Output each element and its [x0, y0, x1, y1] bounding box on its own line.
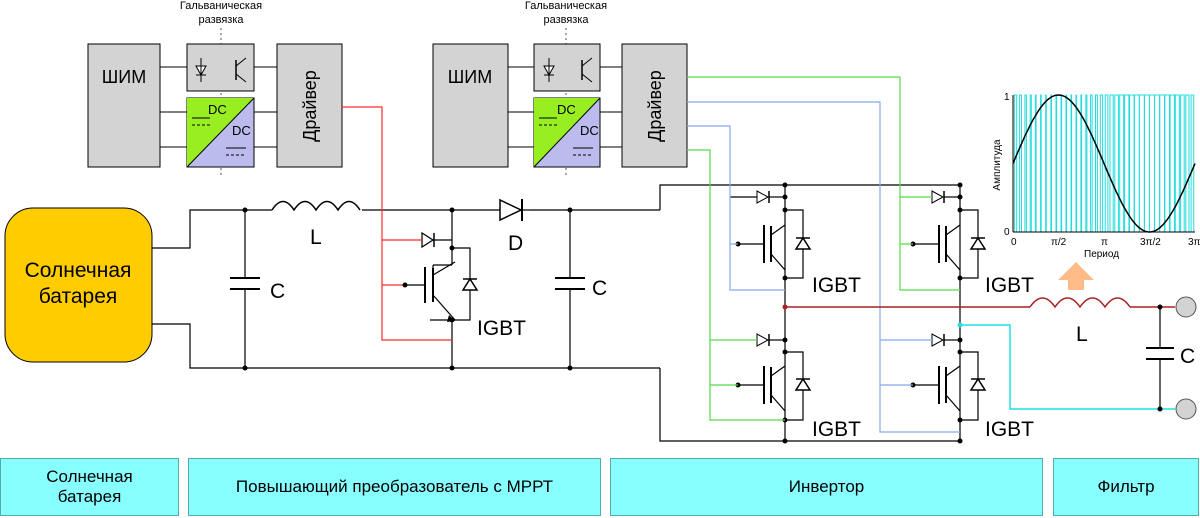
pwm-pulse [1050, 94, 1053, 233]
footer-inverter-label: Инвертор [788, 477, 865, 496]
driver-label-1: Драйвер [300, 70, 320, 142]
igbt-top-right [913, 196, 979, 279]
driver-label-2: Драйвер [645, 70, 665, 142]
boost-diode [499, 198, 530, 222]
driver-block-2 [621, 43, 688, 168]
footer-solar-line1: Солнечная [46, 467, 133, 486]
pwm-pulse [1075, 94, 1078, 233]
blue-gate-wires [687, 101, 960, 433]
pwm-pulse [1040, 94, 1042, 233]
isolation-label-2: развязка [198, 14, 244, 26]
footer-inverter: Инвертор [610, 458, 1043, 516]
pwm-pulse [1070, 94, 1073, 233]
green-gate-wires [687, 76, 960, 421]
dc-label-1a: DC [208, 102, 227, 117]
inductor-label-2: L [1076, 323, 1088, 346]
igbt-label-tr: IGBT [985, 274, 1034, 297]
dc-label-2a: DC [557, 102, 576, 117]
sine-wave [1012, 94, 1196, 233]
igbt-top-left-sdiode [756, 190, 770, 204]
igbt-top-right-diode [970, 237, 986, 250]
footer-filter-label: Фильтр [1097, 477, 1155, 496]
driver-block-1 [276, 43, 343, 168]
igbt-bottom-right-diode [970, 378, 986, 391]
optocoupler-2 [533, 43, 601, 92]
igbt-bottom-left-sdiode [756, 333, 770, 347]
boost-igbt [405, 210, 471, 368]
control-links-2 [508, 66, 622, 148]
igbt-label-bl: IGBT [812, 418, 861, 441]
pwm-pulse [1065, 94, 1068, 233]
isolation-label-b: Гальваническая [525, 0, 607, 12]
filter-inductor [1029, 297, 1131, 309]
footer-boost: Повышающий преобразователь с МРРТ [188, 458, 601, 516]
junction-dots [242, 182, 963, 444]
footer-solar: Солнечная батарея [0, 458, 179, 516]
pwm-label-1: ШИМ [102, 67, 146, 87]
footer-boost-label: Повышающий преобразователь с МРРТ [235, 477, 554, 496]
solar-battery-label-2: батарея [39, 285, 118, 308]
xtick-3: 3π/2 [1140, 237, 1161, 248]
red-gate-wire [342, 106, 422, 241]
pwm-block-1 [87, 43, 161, 168]
pwm-pulse [1055, 94, 1058, 233]
chart-ylabel: Амплитуда [992, 139, 1003, 191]
igbt-top-right-sdiode [931, 190, 945, 204]
pwm-sine-chart: 1 0 0 π/2 π 3π/2 3π Период Амплитуда [985, 90, 1200, 260]
solar-battery [4, 207, 153, 363]
arrow-up-icon [1058, 262, 1094, 290]
optocoupler-symbol-2 [543, 57, 593, 83]
xtick-0: 0 [1011, 237, 1017, 248]
footer-filter: Фильтр [1053, 458, 1199, 516]
igbt-label-br: IGBT [985, 418, 1034, 441]
dc-label-2b: DC [580, 123, 599, 138]
boost-igbt-top-diode [421, 231, 435, 249]
isolation-label: Гальваническая [180, 0, 262, 12]
power-wiring [152, 184, 960, 442]
pwm-label-2: ШИМ [448, 67, 492, 87]
filter-capacitor [1146, 307, 1174, 409]
pwm-pulse [1045, 94, 1047, 233]
solar-battery-label-1: Солнечная [25, 259, 132, 282]
pwm-block-2 [432, 43, 509, 168]
control-links-1 [160, 66, 277, 148]
capacitor-label-2: C [592, 277, 607, 300]
output-terminal-1 [1175, 296, 1197, 318]
output-wire-right [960, 324, 1175, 410]
igbt-top-left-diode [795, 237, 811, 250]
isolation-label-b2: развязка [543, 14, 589, 26]
capacitor-label-1: C [270, 280, 285, 303]
boost-inductor [271, 200, 361, 212]
igbt-label-boost: IGBT [477, 317, 526, 340]
igbt-bottom-right [913, 339, 979, 421]
chart-xlabel: Период [1084, 249, 1119, 260]
igbt-bottom-left-diode [795, 378, 811, 391]
footer-solar-line2: батарея [57, 487, 122, 506]
xtick-1: π/2 [1051, 237, 1067, 248]
diode-label: D [508, 232, 523, 255]
dc-label-1b: DC [232, 123, 251, 138]
igbt-top-left [730, 196, 804, 279]
output-terminal-2 [1175, 398, 1197, 420]
xtick-2: π [1101, 237, 1108, 248]
inductor-label-1: L [310, 226, 322, 249]
igbt-bottom-right-sdiode [931, 333, 945, 347]
boost-igbt-diode [462, 278, 478, 291]
ytick-0: 0 [1004, 227, 1010, 238]
xtick-4: 3π [1188, 237, 1200, 248]
capacitor-label-3: C [1180, 345, 1195, 368]
optocoupler-symbol-1 [195, 57, 247, 83]
inverter-wiring [784, 185, 961, 441]
ytick-1: 1 [1004, 92, 1010, 103]
igbt-bottom-left [738, 339, 804, 421]
pwm-pulse [1060, 94, 1063, 233]
igbt-label-tl: IGBT [812, 274, 861, 297]
